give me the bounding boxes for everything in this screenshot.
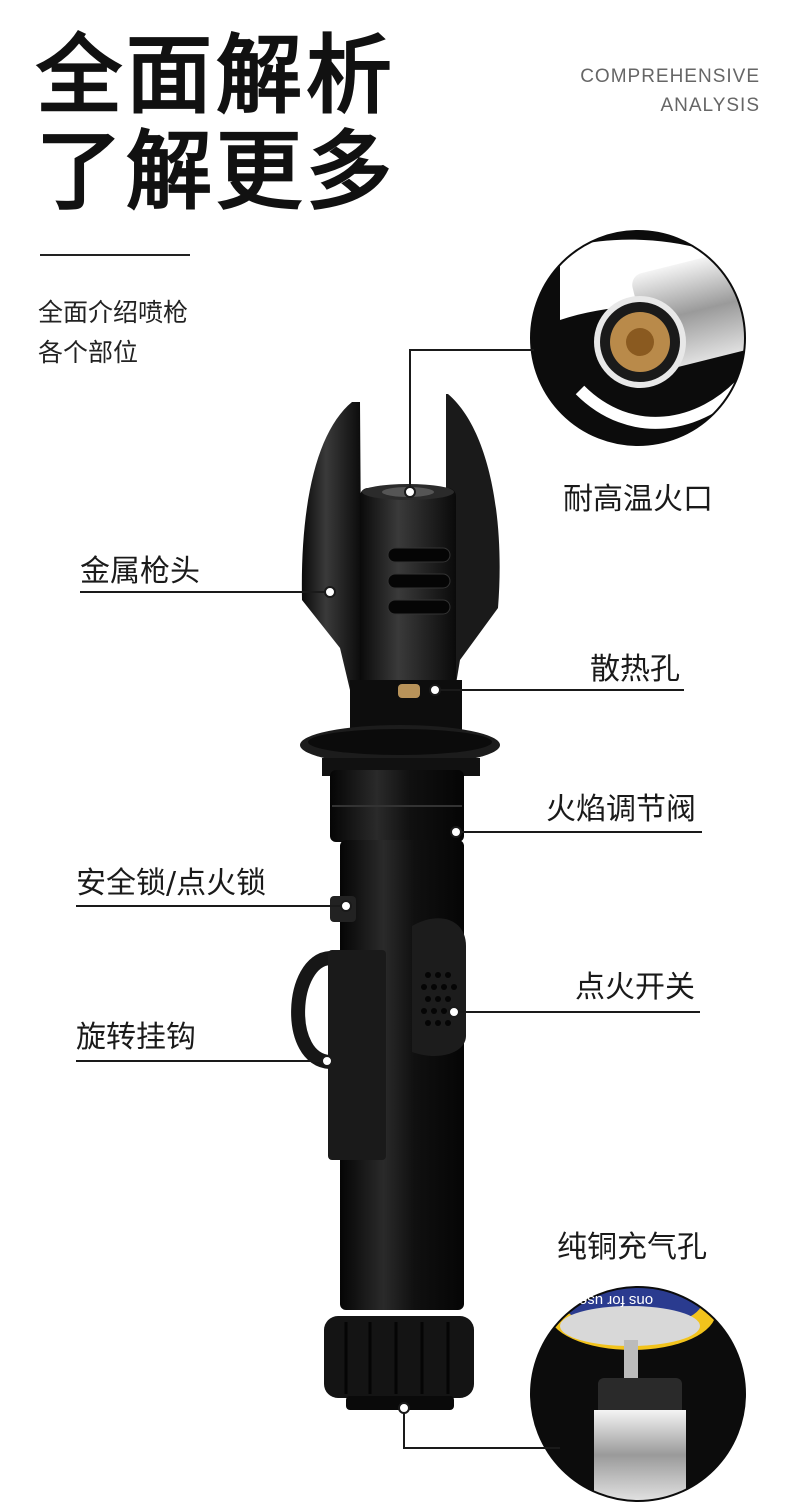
page-title: 全面解析 了解更多: [36, 28, 396, 220]
leader-lines: [76, 349, 702, 1449]
vent-hole: [398, 684, 420, 698]
intro-text: 全面介绍喷枪 各个部位: [38, 293, 188, 373]
ignition-button: [412, 918, 466, 1057]
english-line-2: ANALYSIS: [660, 95, 760, 116]
base-ring: [324, 1316, 474, 1398]
label-fill-port: 纯铜充气孔: [557, 1230, 707, 1265]
gas-can-print: ons for use: [579, 1292, 653, 1309]
english-subtitle: COMPREHENSIVE ANALYSIS: [580, 62, 760, 120]
wind-guard-left: [301, 402, 362, 690]
label-flame-valve: 火焰调节阀: [546, 792, 696, 827]
rotating-hook: [291, 951, 332, 1069]
wind-guard-right: [446, 394, 500, 690]
intro-line-2: 各个部位: [38, 338, 139, 367]
label-nozzle: 耐高温火口: [563, 482, 713, 517]
english-line-1: COMPREHENSIVE: [580, 66, 760, 87]
intro-line-1: 全面介绍喷枪: [38, 298, 189, 327]
nozzle-closeup: [531, 231, 745, 445]
label-gun-head: 金属枪头: [80, 554, 200, 589]
title-divider: [40, 254, 190, 256]
leader-fill-port: [403, 1408, 560, 1449]
label-vent-holes: 散热孔: [590, 652, 680, 687]
label-hook: 旋转挂钩: [76, 1020, 196, 1055]
leader-nozzle: [409, 349, 534, 492]
label-safety-lock: 安全锁/点火锁: [76, 866, 267, 901]
label-ignition-switch: 点火开关: [575, 970, 695, 1005]
title-line-1: 全面解析: [36, 26, 396, 126]
title-line-2: 了解更多: [36, 122, 396, 222]
